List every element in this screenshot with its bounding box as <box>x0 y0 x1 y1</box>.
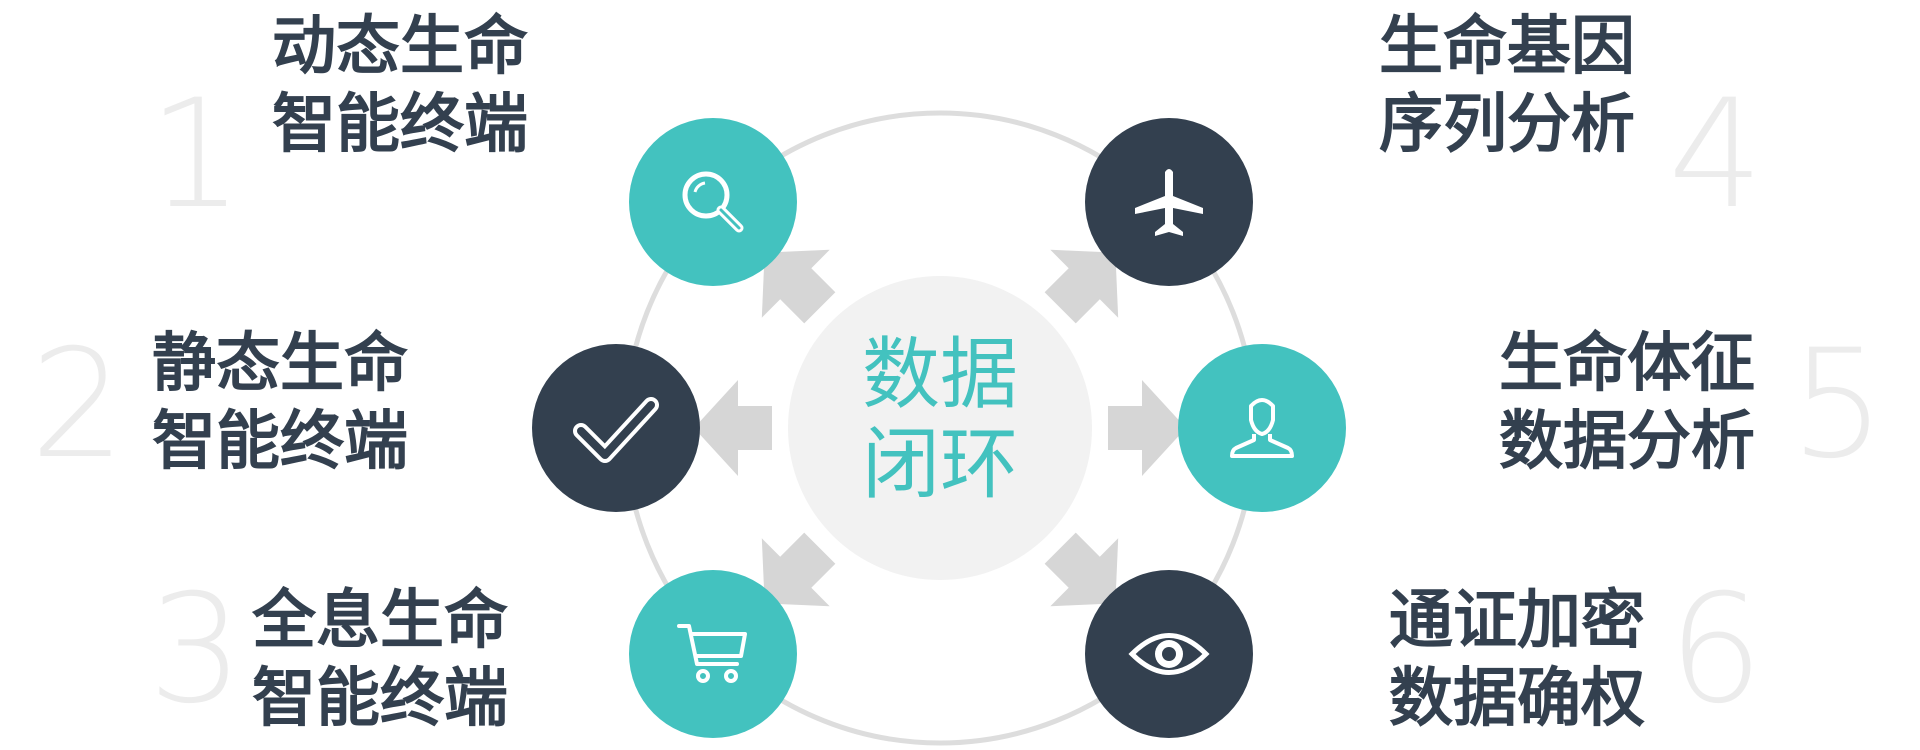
arrow-to-item-3 <box>761 532 836 607</box>
center-label-line1: 数据 <box>861 330 1018 420</box>
item-number-3: 3 <box>148 563 244 737</box>
item-label-6: 通证加密 数据确权 <box>1389 582 1645 738</box>
center-circle <box>788 276 1092 580</box>
item-label-4: 生命基因 序列分析 <box>1379 8 1635 164</box>
item-label-3-line2: 智能终端 <box>252 662 508 736</box>
item-label-5: 生命体征 数据分析 <box>1499 325 1755 481</box>
search-icon <box>682 171 744 233</box>
checkmark-icon <box>573 397 659 463</box>
item-label-1-line2: 智能终端 <box>272 88 528 162</box>
item-number-2: 2 <box>30 318 126 492</box>
item-number-5: 5 <box>1790 318 1886 492</box>
item-label-4-line2: 序列分析 <box>1379 88 1635 162</box>
eye-icon <box>1128 633 1210 675</box>
arrow-to-item-2 <box>694 380 772 476</box>
item-label-5-line2: 数据分析 <box>1499 405 1755 479</box>
node-5 <box>1178 344 1346 512</box>
item-label-5-line1: 生命体征 <box>1499 327 1755 401</box>
item-number-6: 6 <box>1668 563 1764 737</box>
item-label-4-line1: 生命基因 <box>1379 10 1635 84</box>
item-label-6-line1: 通证加密 <box>1389 584 1645 658</box>
center-label: 数据 闭环 <box>790 330 1090 510</box>
arrow-to-item-4 <box>1044 249 1119 324</box>
node-4 <box>1085 118 1253 286</box>
user-icon <box>1230 398 1294 458</box>
node-2 <box>532 344 700 512</box>
item-label-2: 静态生命 智能终端 <box>152 325 408 481</box>
arrow-to-item-6 <box>1044 532 1119 607</box>
item-label-6-line2: 数据确权 <box>1389 662 1645 736</box>
item-number-4: 4 <box>1668 68 1764 242</box>
item-number-1: 1 <box>148 68 244 242</box>
node-1 <box>629 118 797 286</box>
airplane-icon <box>1135 169 1203 236</box>
node-6 <box>1085 570 1253 738</box>
arrow-to-item-1 <box>761 249 836 324</box>
item-label-3: 全息生命 智能终端 <box>252 582 508 738</box>
center-label-line2: 闭环 <box>861 420 1018 510</box>
arrow-to-item-5 <box>1108 380 1186 476</box>
node-3 <box>629 570 797 738</box>
item-label-1-line1: 动态生命 <box>272 10 528 84</box>
item-label-2-line2: 智能终端 <box>152 405 408 479</box>
item-label-2-line1: 静态生命 <box>152 327 408 401</box>
item-label-1: 动态生命 智能终端 <box>272 8 528 164</box>
item-label-3-line1: 全息生命 <box>252 584 508 658</box>
cart-icon <box>677 624 747 683</box>
